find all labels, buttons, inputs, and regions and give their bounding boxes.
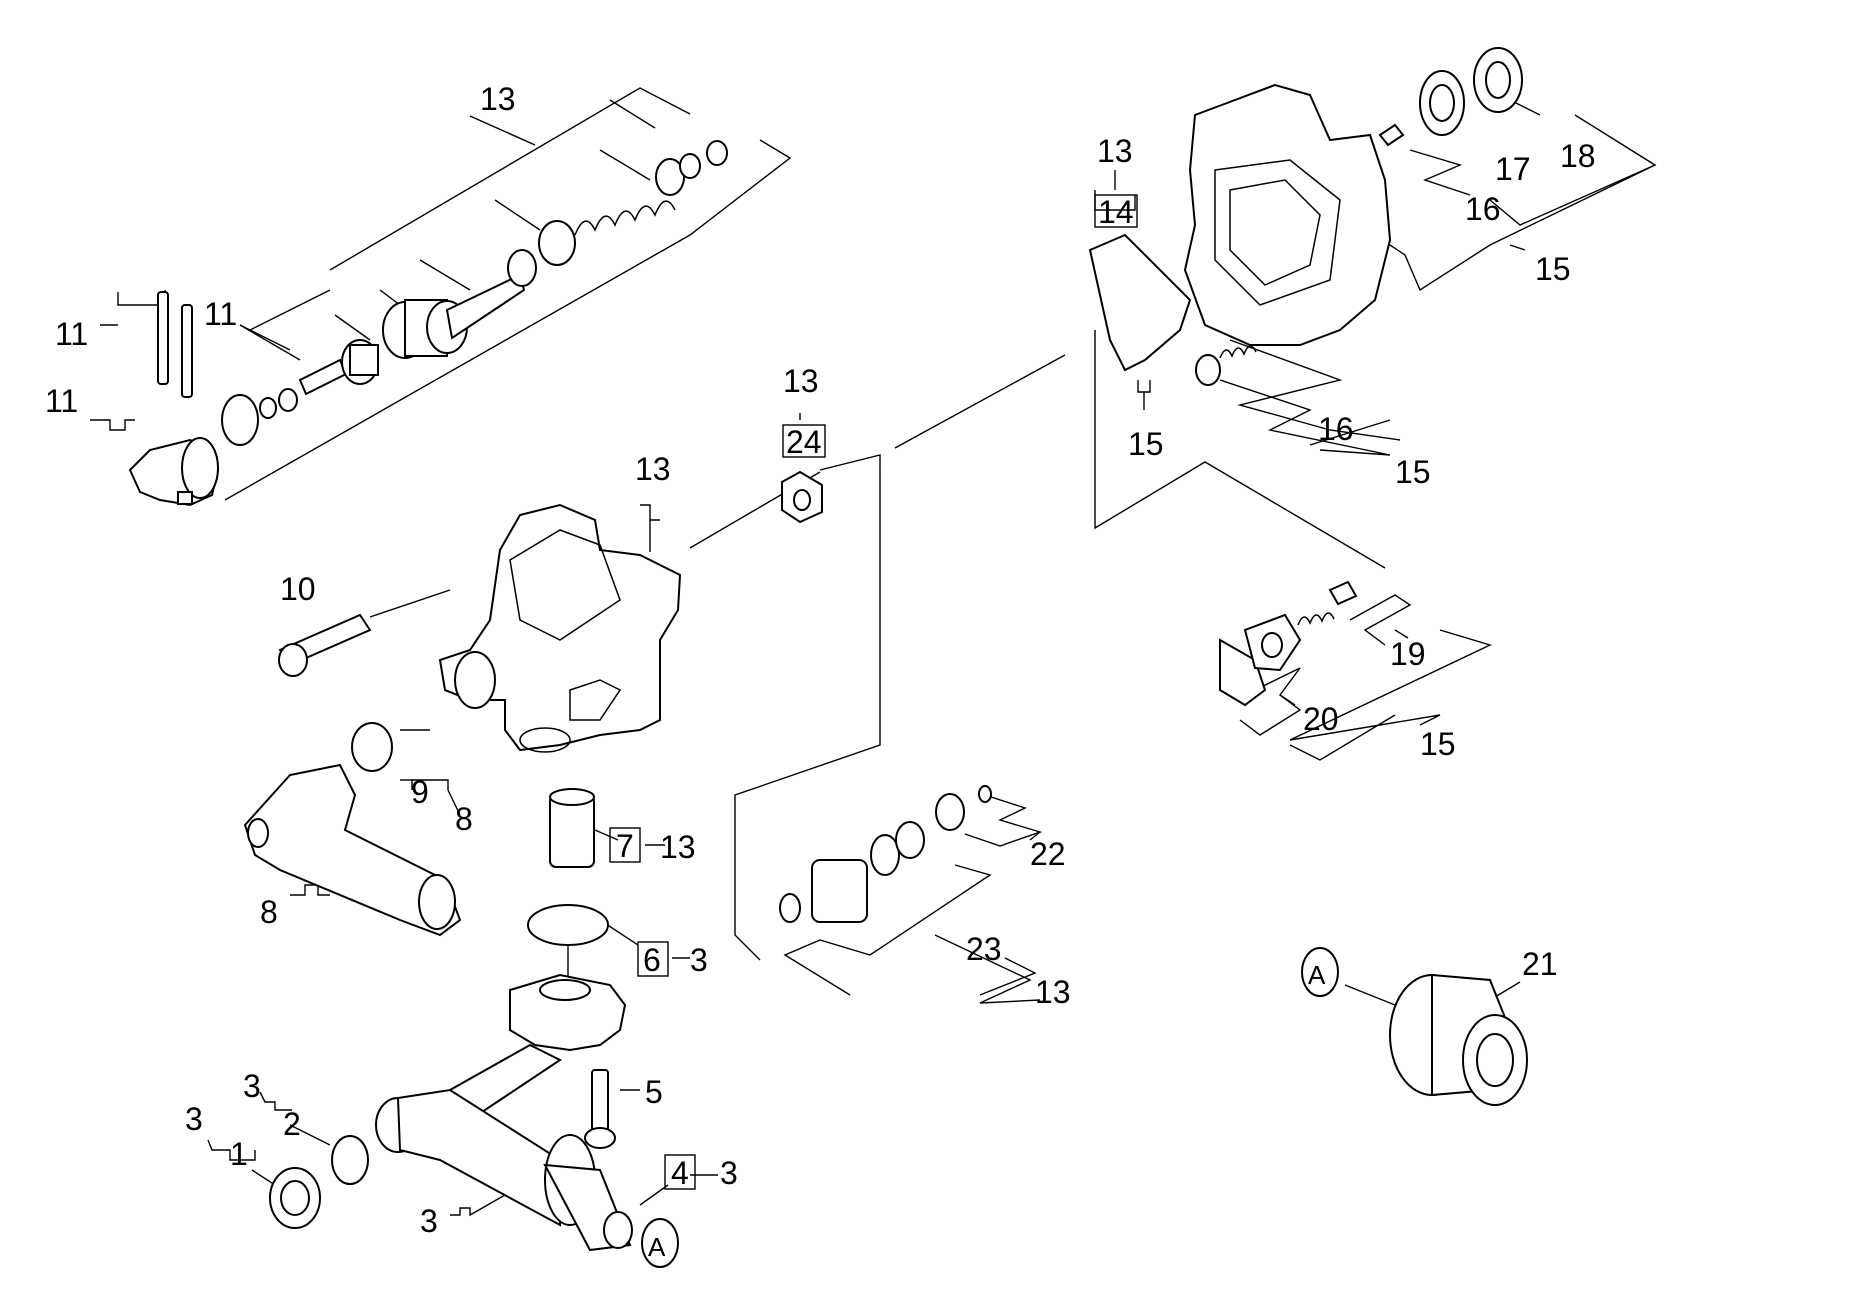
seal-part [1219,638,1267,707]
callout-label: 11 [204,296,237,332]
callout-label: 3 [720,1155,738,1191]
box-frame [609,827,641,863]
callout-label: 7 [616,828,634,864]
callout-label: 18 [1560,138,1596,174]
callout-label: 17 [1495,151,1531,187]
callout-label: A [1308,960,1326,990]
callout-label: 3 [243,1068,261,1104]
callout-label: 8 [455,801,473,837]
callout-label: 11 [45,383,78,419]
inlet-manifold-part [509,973,627,1052]
box-frame [637,941,669,977]
callout-label: 16 [1465,191,1501,227]
rod-part [157,291,169,385]
callout-label: 13 [660,829,696,865]
callout-label: 8 [260,894,278,930]
callout-label: 15 [1420,726,1456,762]
bolt-part [591,1069,609,1136]
reference-marker-a [641,1218,679,1268]
callout-label: 6 [643,942,661,978]
part-drawings [128,47,1528,1252]
callout-labels: 13 11 11 11 13 24 13 10 9 8 8 7 13 6 3 5… [45,81,1596,1268]
pump-head-part [1183,83,1392,346]
callout-label: 13 [1097,133,1133,169]
callout-label: 13 [1035,974,1071,1010]
callout-label: 10 [280,571,316,607]
cartridge-part [811,859,868,923]
callout-label: A [648,1232,666,1262]
callout-label: 16 [1318,411,1354,447]
callout-label: 13 [783,363,819,399]
callout-label: 9 [411,774,429,810]
pump-housing-part [438,503,682,752]
seal-plate-part [1088,233,1192,372]
callout-label: 3 [690,942,708,978]
leader-lines [90,87,1657,1217]
callout-label: 15 [1128,426,1164,462]
callout-label: 5 [645,1074,663,1110]
box-frame [782,424,826,458]
box-frame [664,1154,696,1190]
callout-label: 3 [420,1203,438,1239]
callout-label: 3 [185,1101,203,1137]
callout-label: 23 [966,931,1002,967]
callout-label: 1 [230,1136,248,1172]
callout-label: 4 [671,1155,689,1191]
callout-label: 15 [1395,454,1431,490]
reference-marker-a [1301,947,1339,997]
box-frame [1094,194,1138,228]
callout-label: 22 [1030,836,1066,872]
callout-label: 20 [1303,701,1339,737]
callout-label: 14 [1098,194,1134,230]
callout-label: 13 [480,81,516,117]
callout-label: 15 [1535,251,1571,287]
callout-label: 21 [1522,946,1558,982]
rod-part [181,304,193,398]
callout-label: 24 [786,424,822,460]
callout-label: 13 [635,451,671,487]
callout-label: 11 [55,316,88,352]
callout-label: 19 [1390,636,1426,672]
callout-label: 2 [283,1106,301,1142]
